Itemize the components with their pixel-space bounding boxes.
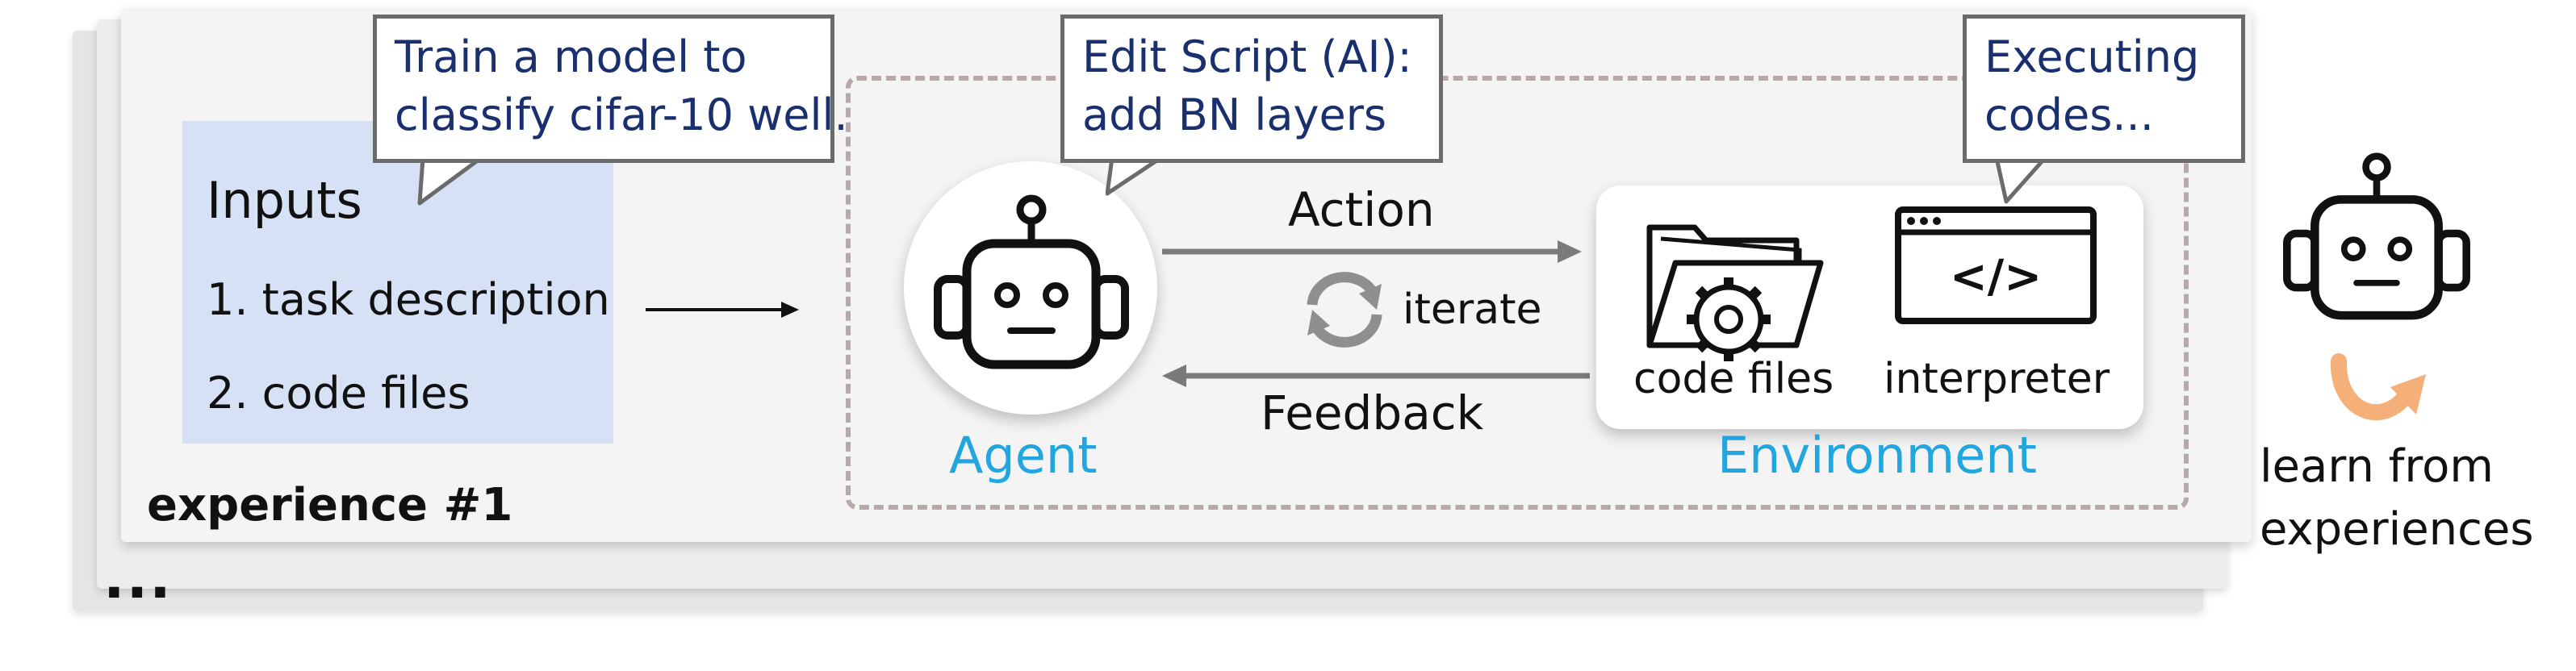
task-callout-tail [417, 158, 483, 206]
interaction-loop-frame [846, 76, 2189, 510]
feedback-label: Feedback [1261, 386, 1484, 440]
exec-callout: Executing codes... [1963, 15, 2245, 163]
agent-label: Agent [949, 426, 1098, 485]
inputs-arrow [646, 302, 799, 318]
exec-callout-line-2: codes... [1984, 90, 2154, 140]
inputs-box [182, 121, 613, 444]
exec-callout-tail [1994, 158, 2047, 204]
environment-label: Environment [1717, 426, 2037, 485]
folder-gear-icon [1646, 224, 1824, 361]
learn-caption: learn from experiences [2260, 436, 2534, 561]
task-callout-line-1: Train a model to [395, 31, 747, 82]
inputs-title: Inputs [207, 171, 362, 230]
code-files-label: code files [1633, 355, 1834, 403]
edit-callout: Edit Script (AI): add BN layers [1060, 15, 1443, 163]
code-window-icon: </> [1895, 206, 2097, 324]
edit-callout-line-2: add BN layers [1082, 90, 1387, 140]
interpreter-label: interpreter [1884, 355, 2110, 403]
edit-callout-tail [1106, 158, 1163, 196]
learn-arrow-icon [2330, 353, 2426, 421]
task-callout: Train a model to classify cifar-10 well. [373, 15, 848, 163]
action-arrow [1162, 240, 1582, 263]
experience-label: experience #1 [147, 479, 513, 531]
iterate-label: iterate [1403, 285, 1542, 334]
robot-icon [934, 194, 1129, 369]
learn-caption-line-1: learn from [2260, 440, 2494, 493]
task-callout-line-2: classify cifar-10 well. [395, 90, 848, 140]
inputs-item-code: 2. code files [207, 368, 470, 419]
learn-caption-line-2: experiences [2260, 503, 2534, 556]
feedback-arrow [1162, 365, 1590, 387]
edit-callout-line-1: Edit Script (AI): [1082, 31, 1412, 82]
learner-robot-icon [2283, 152, 2470, 320]
inputs-item-task: 1. task description [207, 274, 610, 325]
action-label: Action [1288, 182, 1435, 237]
iterate-cycle-icon [1307, 272, 1382, 348]
agent-circle [904, 161, 1157, 415]
more-experiences-dots: ... [103, 545, 173, 611]
code-glyph: </> [1950, 251, 2042, 303]
exec-callout-line-1: Executing [1984, 31, 2200, 82]
